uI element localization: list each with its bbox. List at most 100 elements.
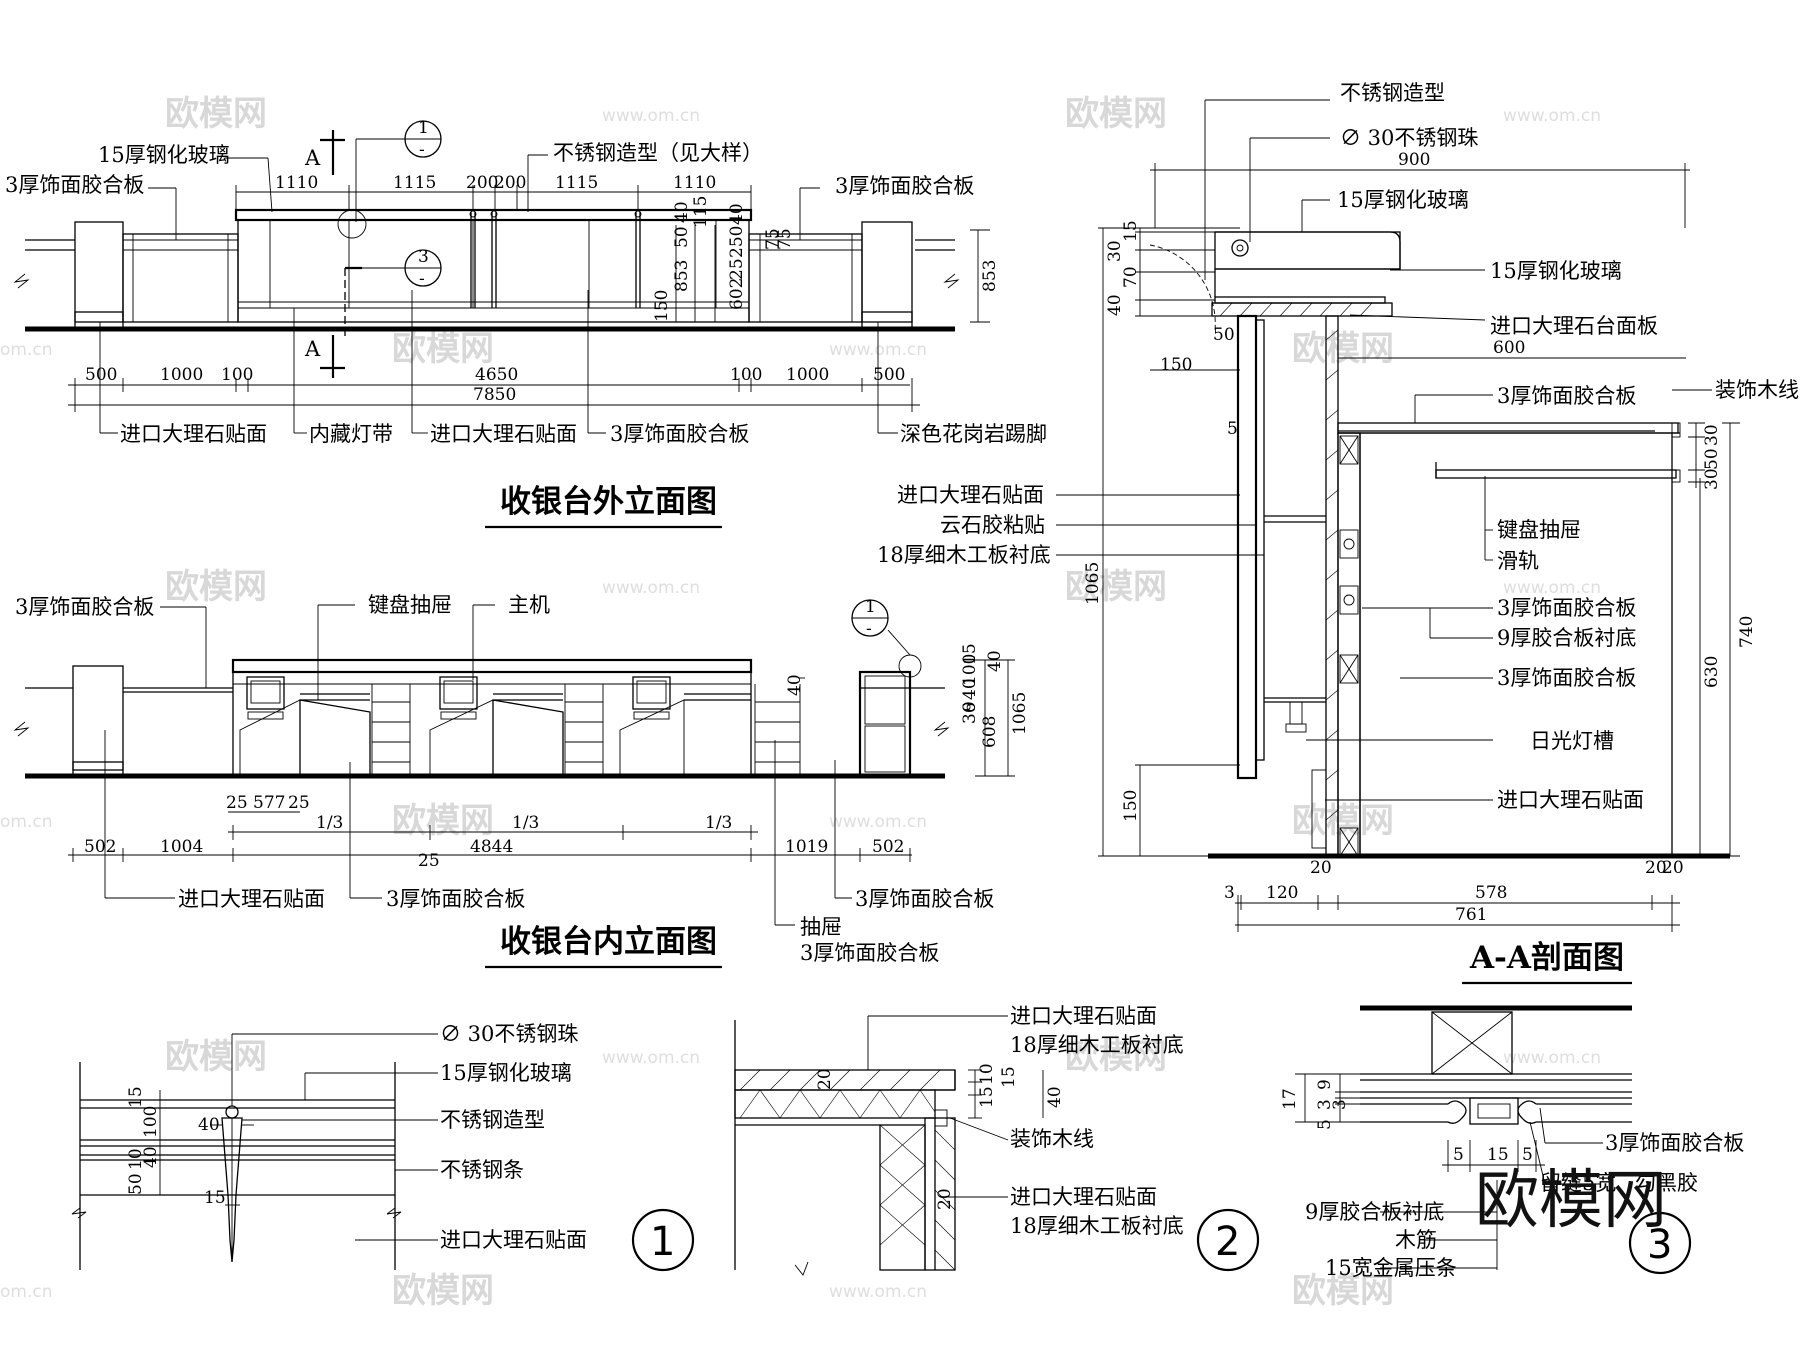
label-laminate-right: 3厚饰面胶合板 bbox=[855, 887, 994, 911]
watermark-url: www.om.cn bbox=[602, 1048, 700, 1068]
svg-text:500: 500 bbox=[873, 365, 905, 385]
detail-number-2 bbox=[1196, 1208, 1260, 1272]
side-hatch bbox=[934, 1129, 956, 1271]
label-marble-top: 进口大理石台面板 bbox=[1490, 314, 1658, 338]
label-strip: 不锈钢条 bbox=[440, 1158, 524, 1182]
svg-text:1: 1 bbox=[650, 1219, 675, 1265]
label-steel-ball: ∅ 30不锈钢珠 bbox=[1340, 126, 1478, 150]
svg-text:740: 740 bbox=[1737, 616, 1757, 648]
svg-text:4844: 4844 bbox=[470, 837, 513, 857]
watermark: 欧模网 bbox=[392, 329, 494, 369]
break-mark bbox=[13, 273, 30, 289]
leaders bbox=[104, 604, 852, 926]
svg-text:20: 20 bbox=[1310, 858, 1332, 878]
right-cabinet bbox=[858, 670, 912, 778]
steel-shape bbox=[221, 1117, 243, 1263]
watermark-url: om.cn bbox=[0, 340, 53, 360]
detail-1: 15 100 10 40 50 40 15 ∅ 30不锈钢珠 15厚钢化玻璃 不… bbox=[71, 1022, 695, 1272]
svg-text:50: 50 bbox=[1213, 325, 1235, 345]
watermark-url: om.cn bbox=[0, 812, 53, 832]
svg-text:5: 5 bbox=[1522, 1145, 1533, 1165]
svg-text:40: 40 bbox=[141, 1146, 161, 1168]
label-laminate-right: 3厚饰面胶合板 bbox=[835, 174, 974, 198]
detail-number-1 bbox=[631, 1208, 695, 1272]
svg-text:4650: 4650 bbox=[475, 365, 518, 385]
black-glue bbox=[1447, 1100, 1467, 1124]
svg-text:40: 40 bbox=[672, 201, 692, 223]
svg-text:40: 40 bbox=[1045, 1086, 1065, 1108]
svg-text:-: - bbox=[866, 619, 872, 639]
label-ball: ∅ 30不锈钢珠 bbox=[440, 1022, 578, 1046]
watermark-url: om.cn bbox=[0, 1282, 53, 1302]
svg-text:1065: 1065 bbox=[1083, 562, 1103, 605]
svg-text:577: 577 bbox=[253, 793, 285, 813]
detail3-leaders bbox=[1380, 1107, 1603, 1270]
section-vertical-dims: 1065 15 30 70 40 150 150 50 5 bbox=[1083, 220, 1240, 857]
partition-hatch bbox=[1325, 329, 1339, 821]
svg-text:9: 9 bbox=[1315, 1079, 1335, 1090]
svg-text:1004: 1004 bbox=[160, 837, 203, 857]
svg-text:1000: 1000 bbox=[160, 365, 203, 385]
svg-text:3: 3 bbox=[1647, 1222, 1672, 1268]
watermark-url: www.om.cn bbox=[829, 1282, 927, 1302]
svg-text:150: 150 bbox=[652, 290, 672, 322]
watermark: 欧模网 bbox=[392, 1271, 494, 1311]
svg-text:15: 15 bbox=[126, 1086, 146, 1108]
svg-text:40: 40 bbox=[960, 678, 980, 700]
watermark: 欧模网 bbox=[1292, 801, 1394, 841]
label-plywood-9: 9厚胶合板衬底 bbox=[1497, 626, 1636, 650]
svg-text:100: 100 bbox=[221, 365, 253, 385]
section-right-dims: 30 50 30 740 630 bbox=[1688, 422, 1757, 857]
svg-text:900: 900 bbox=[1398, 150, 1430, 170]
svg-text:1: 1 bbox=[418, 118, 429, 138]
monitor bbox=[632, 676, 671, 710]
svg-text:50: 50 bbox=[672, 226, 692, 248]
label-drawer-laminate: 3厚饰面胶合板 bbox=[800, 941, 939, 965]
svg-text:5: 5 bbox=[1227, 419, 1238, 439]
glass-top bbox=[1214, 231, 1401, 270]
label-batten: 木筋 bbox=[1395, 1228, 1437, 1252]
svg-text:15: 15 bbox=[1487, 1145, 1509, 1165]
label-light-trough: 日光灯槽 bbox=[1530, 729, 1614, 753]
svg-text:1110: 1110 bbox=[673, 173, 716, 193]
label-steel-shape: 不锈钢造型（见大样） bbox=[553, 141, 763, 165]
marble-top bbox=[1211, 302, 1393, 317]
svg-text:1019: 1019 bbox=[785, 837, 828, 857]
svg-text:3: 3 bbox=[418, 247, 429, 267]
label-marble-1: 进口大理石贴面 bbox=[120, 422, 267, 446]
svg-text:200: 200 bbox=[466, 173, 498, 193]
svg-text:30: 30 bbox=[1702, 468, 1722, 490]
label-light-strip: 内藏灯带 bbox=[309, 422, 393, 446]
svg-text:578: 578 bbox=[1475, 883, 1507, 903]
svg-text:15: 15 bbox=[1121, 220, 1141, 242]
watermark: 欧模网 bbox=[165, 567, 267, 607]
svg-text:1: 1 bbox=[865, 597, 876, 617]
svg-text:25: 25 bbox=[727, 258, 747, 280]
label-seam: 留缝5宽 bbox=[1540, 1171, 1616, 1195]
label-glass-2: 15厚钢化玻璃 bbox=[1490, 259, 1622, 283]
workstation bbox=[429, 676, 604, 777]
right-pillar bbox=[861, 221, 913, 323]
label-adhesive: 云石胶粘贴 bbox=[940, 513, 1045, 537]
leaders-bottom bbox=[99, 290, 898, 434]
detail3-dims: 9 17 3 3 5 5 15 5 bbox=[1280, 1073, 1545, 1172]
svg-text:A: A bbox=[304, 146, 321, 170]
svg-text:15: 15 bbox=[960, 643, 980, 665]
steel-ball bbox=[1231, 239, 1249, 257]
detail1-dims: 15 100 10 40 50 40 15 bbox=[126, 1086, 254, 1208]
label-black-glue: 勾黑胶 bbox=[1635, 1171, 1698, 1195]
exterior-title: 收银台外立面图 bbox=[500, 484, 717, 520]
label-laminate-3: 3厚饰面胶合板 bbox=[1497, 666, 1636, 690]
section-title: A-A剖面图 bbox=[1469, 940, 1624, 976]
section-bottom-dims: 3 120 20 578 20 20 761 bbox=[1224, 858, 1684, 932]
label-laminate-bottom: 3厚饰面胶合板 bbox=[610, 422, 749, 446]
label-shape: 不锈钢造型 bbox=[440, 1108, 545, 1132]
detail-2: 20 10 15 15 40 20 进口大理石贴面 18厚细木工板衬底 装饰木线… bbox=[734, 1004, 1260, 1276]
svg-text:3: 3 bbox=[1224, 883, 1235, 903]
svg-text:40: 40 bbox=[727, 203, 747, 225]
svg-text:25: 25 bbox=[226, 793, 248, 813]
thirds-dimensions: 1/3 1/3 1/3 25 577 25 bbox=[226, 793, 758, 840]
counter-top bbox=[231, 658, 753, 674]
label-marble-left: 进口大理石贴面 bbox=[897, 483, 1044, 507]
